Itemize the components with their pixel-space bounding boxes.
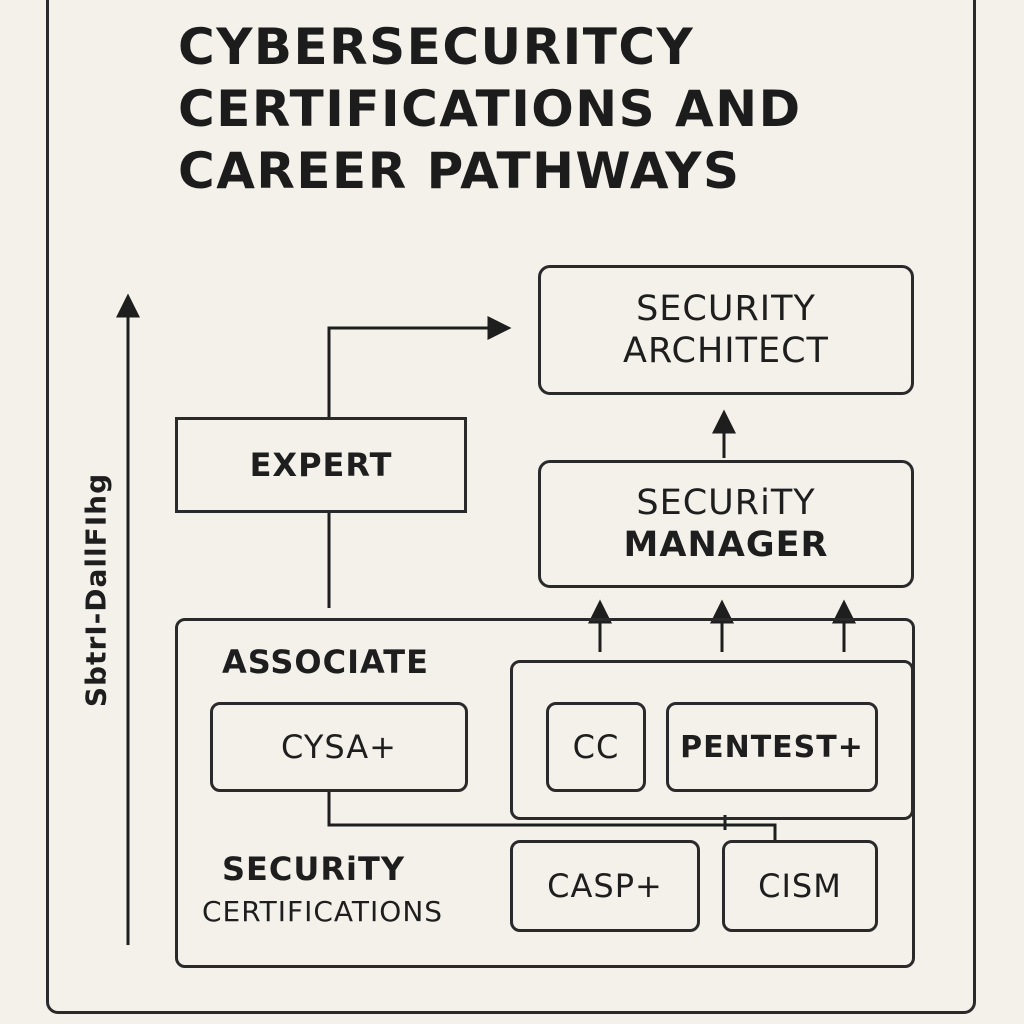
title-line-1: CYBERSECURITCY — [178, 18, 695, 76]
cert-cism: CISM — [722, 840, 878, 932]
expert-box: EXPERT — [175, 417, 467, 513]
architect-label-line-1: SECURITY — [636, 289, 816, 329]
security-architect-box: SECURITY ARCHITECT — [538, 265, 914, 395]
title-line-3: CAREER PATHWAYS — [178, 142, 741, 200]
page-title: CYBERSECURITCY CERTIFICATIONS AND CAREER… — [178, 16, 938, 202]
cert-casp-label: CASP+ — [547, 867, 663, 905]
cert-casp: CASP+ — [510, 840, 700, 932]
security-manager-box: SECURiTY MANAGER — [538, 460, 914, 588]
architect-label-line-2: ARCHITECT — [623, 331, 829, 371]
outer-frame — [46, 0, 976, 1014]
axis-label: SbtrI-DallFIhg — [79, 472, 113, 708]
certifications-group — [510, 660, 914, 820]
manager-label-line-2: MANAGER — [623, 525, 829, 565]
cert-cysa-label: CYSA+ — [281, 728, 397, 766]
cert-cc: CC — [546, 702, 646, 792]
cert-cysa: CYSA+ — [210, 702, 468, 792]
cert-pentest-label: PENTEST+ — [680, 729, 864, 765]
associate-label: ASSOCIATE — [222, 643, 429, 681]
cert-cc-label: CC — [572, 728, 620, 766]
manager-label-line-1: SECURiTY — [636, 483, 816, 523]
cert-cism-label: CISM — [758, 867, 842, 905]
group-label-line-1: SECURiTY — [222, 850, 405, 888]
title-line-2: CERTIFICATIONS AND — [178, 80, 802, 138]
expert-label: EXPERT — [249, 446, 393, 484]
group-label-line-2: CERTIFICATIONS — [202, 895, 444, 928]
cert-pentest: PENTEST+ — [666, 702, 878, 792]
